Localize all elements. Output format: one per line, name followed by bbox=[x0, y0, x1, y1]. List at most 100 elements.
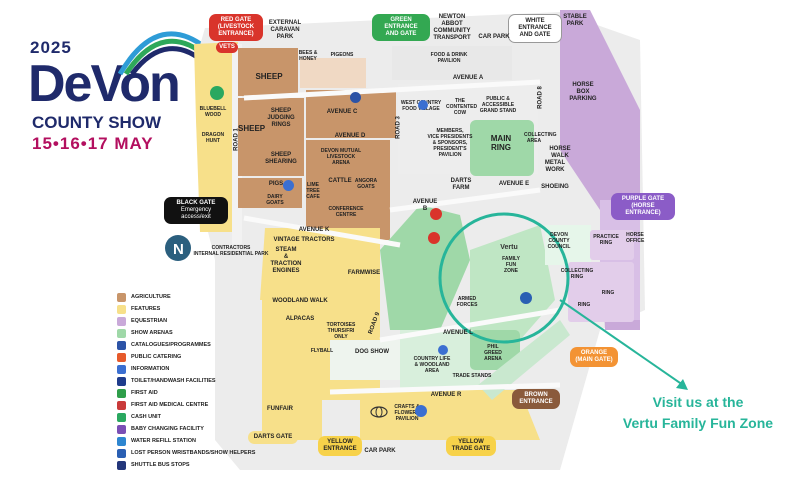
legend-row: WATER REFILL STATION bbox=[117, 437, 277, 447]
ring-label: RING bbox=[601, 290, 615, 296]
avenue-l-line bbox=[379, 307, 561, 343]
phil-greed-label: PHIL GREED ARENA bbox=[484, 344, 502, 362]
avenue-r-label: AVENUE R bbox=[430, 392, 462, 398]
tractor-icon bbox=[428, 232, 440, 244]
avenue-k-line bbox=[243, 215, 401, 248]
road-1 bbox=[232, 44, 242, 244]
flyball-label: FLYBALL bbox=[310, 348, 334, 354]
legend-row: EQUESTRIAN bbox=[117, 317, 277, 327]
legend-swatch bbox=[117, 401, 126, 410]
white-gate[interactable]: WHITE ENTRANCE AND GATE bbox=[508, 14, 562, 43]
council-block bbox=[545, 225, 591, 265]
avenue-e-label: AVENUE E bbox=[498, 181, 530, 187]
steam-label: STEAM & TRACTION ENGINES bbox=[270, 247, 302, 274]
arrow-head-icon bbox=[676, 379, 688, 390]
bluebell-label: BLUEBELL WOOD bbox=[199, 106, 227, 118]
black-gate[interactable]: BLACK GATE Emergency access/exit bbox=[164, 197, 228, 224]
food-block bbox=[392, 46, 512, 80]
svg-text:N: N bbox=[173, 241, 184, 258]
legend-swatch bbox=[117, 317, 126, 326]
green-gate[interactable]: GREEN ENTRANCE AND GATE bbox=[372, 14, 430, 41]
arena-a bbox=[380, 205, 470, 330]
avenue-a-line bbox=[243, 79, 541, 101]
legend-row: FEATURES bbox=[117, 305, 277, 315]
legend-label: CATALOGUES/PROGRAMMES bbox=[131, 342, 211, 348]
horse-office-label: HORSE OFFICE bbox=[626, 232, 645, 244]
yellow-entrance[interactable]: YELLOW ENTRANCE bbox=[318, 436, 362, 456]
avenue-k-label: AVENUE K bbox=[298, 227, 330, 233]
bees-label: BEES & HONEY bbox=[298, 50, 318, 62]
legend-label: AGRICULTURE bbox=[131, 294, 171, 300]
bluebell-zone bbox=[194, 42, 238, 232]
angora-label: ANGORA GOATS bbox=[354, 178, 378, 190]
vertu-zone bbox=[470, 225, 555, 340]
trade-stands-label: TRADE STANDS bbox=[452, 373, 492, 379]
dog-show-label: DOG SHOW bbox=[355, 349, 389, 355]
trade-strip bbox=[478, 320, 570, 400]
countrylife-label: COUNTRY LIFE & WOODLAND AREA bbox=[413, 356, 451, 374]
car-park-top-label: CAR PARK bbox=[478, 34, 510, 40]
darts-gate[interactable]: DARTS GATE bbox=[248, 431, 298, 444]
callout-arrow bbox=[559, 299, 684, 386]
legend-label: SHOW ARENAS bbox=[131, 330, 173, 336]
red-gate[interactable]: RED GATE (LIVESTOCK ENTRANCE) bbox=[209, 14, 263, 41]
black-gate-title: BLACK GATE bbox=[176, 200, 216, 206]
west-country-label: WEST COUNTRY FOOD VILLAGE bbox=[400, 100, 442, 112]
stable-park-label: STABLE PARK bbox=[563, 14, 587, 27]
crafts-zone bbox=[360, 390, 540, 440]
ring-label-2: RING bbox=[577, 302, 591, 308]
legend-swatch bbox=[117, 461, 126, 470]
legend-row: FIRST AID bbox=[117, 389, 277, 399]
sheep-judging-block bbox=[238, 98, 304, 176]
highlight-circle bbox=[438, 212, 570, 344]
information-icon bbox=[283, 180, 294, 191]
legend-row: SHUTTLE BUS STOPS bbox=[117, 461, 277, 471]
legend-label: FEATURES bbox=[131, 306, 161, 312]
legend-label: TOILET/HANDWASH FACILITIES bbox=[131, 378, 216, 384]
legend-row: AGRICULTURE bbox=[117, 293, 277, 303]
tractor-icon bbox=[430, 208, 442, 220]
legend-swatch bbox=[117, 377, 126, 386]
legend-row: CATALOGUES/PROGRAMMES bbox=[117, 341, 277, 351]
legend-label: WATER REFILL STATION bbox=[131, 438, 196, 444]
cattle-block bbox=[306, 140, 390, 240]
sheep-block bbox=[238, 48, 298, 96]
cattle-label: CATTLE bbox=[328, 178, 352, 184]
orange-gate[interactable]: ORANGE (MAIN GATE) bbox=[570, 347, 618, 367]
devon-mutual-label: DEVON MUTUAL LIVESTOCK ARENA bbox=[320, 148, 362, 166]
sheep-label-2: SHEEP bbox=[238, 124, 266, 133]
road-1-label: ROAD 1 bbox=[233, 128, 240, 151]
darts-farm-label: DARTS FARM bbox=[450, 178, 472, 191]
information-icon bbox=[418, 100, 428, 110]
information-icon bbox=[438, 345, 448, 355]
legend-label: CASH UNIT bbox=[131, 414, 161, 420]
information-icon bbox=[415, 405, 427, 417]
grand-stand-label: PUBLIC & ACCESSIBLE GRAND STAND bbox=[479, 96, 517, 114]
yellow-trade-gate[interactable]: YELLOW TRADE GATE bbox=[446, 436, 496, 456]
brown-gate[interactable]: BROWN ENTRANCE bbox=[512, 389, 560, 409]
pigs-label: PIGS bbox=[268, 181, 284, 187]
legend-swatch bbox=[117, 437, 126, 446]
legend-swatch bbox=[117, 425, 126, 434]
callout-line-1: Visit us at the bbox=[652, 394, 744, 410]
collecting-block bbox=[568, 262, 634, 322]
show-logo: 2025 DeVon COUNTY SHOW 15•16•17 MAY bbox=[28, 31, 218, 158]
newton-abbot-label: NEWTON ABBOT COMMUNITY TRANSPORT bbox=[433, 14, 471, 41]
purple-gate[interactable]: PURPLE GATE (HORSE ENTRANCE) bbox=[611, 193, 675, 220]
vertu-callout: Visit us at the Vertu Family Fun Zone bbox=[598, 392, 798, 434]
contractors-label: CONTRACTORS INTERNAL RESIDENTIAL PARK bbox=[193, 245, 269, 257]
farmwise-label: FARMWISE bbox=[347, 270, 381, 276]
legend-row: PUBLIC CATERING bbox=[117, 353, 277, 363]
logo-subtitle: COUNTY SHOW bbox=[32, 113, 162, 132]
bees-block bbox=[300, 58, 366, 88]
legend-swatch bbox=[117, 365, 126, 374]
legend-label: BABY CHANGING FACILITY bbox=[131, 426, 204, 432]
legend-label: FIRST AID MEDICAL CENTRE bbox=[131, 402, 209, 408]
road-3-label: ROAD 3 bbox=[395, 116, 402, 139]
avenue-c-label: AVENUE C bbox=[326, 109, 358, 115]
dairy-goats-label: DAIRY GOATS bbox=[266, 194, 284, 206]
toyota-logo-icon bbox=[370, 405, 388, 418]
food-drink-label: FOOD & DRINK PAVILION bbox=[430, 52, 468, 64]
